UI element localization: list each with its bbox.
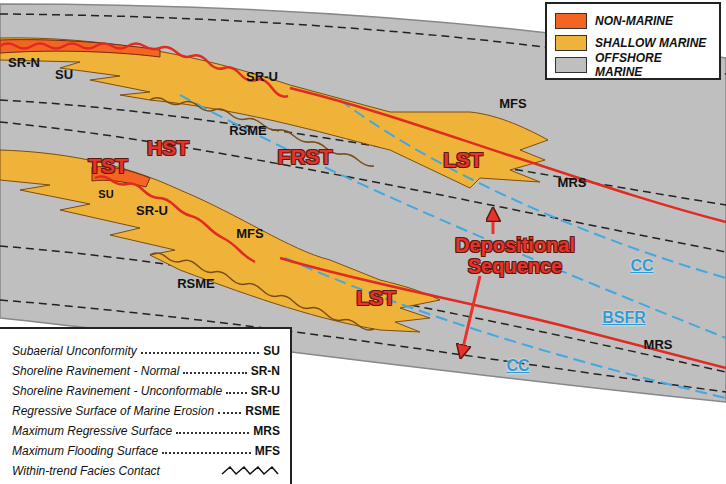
legend-row: Within-trend Facies Contact xyxy=(12,458,280,478)
legend-text: Regressive Surface of Marine Erosion xyxy=(12,404,214,418)
legend-row: Shoreline Ravinement - Unconformable SR-U xyxy=(12,378,280,398)
surface-label: SR-U xyxy=(246,69,278,84)
surface-label: MRS xyxy=(558,175,587,190)
legend-swatch xyxy=(555,57,587,73)
surface-label: MFS xyxy=(236,226,263,241)
red-surfaces xyxy=(0,44,726,369)
surface-label: SR-U xyxy=(136,203,168,218)
legend-text: Subaerial Unconformity xyxy=(12,344,137,358)
legend-swatch xyxy=(555,13,587,29)
surface-label: SU xyxy=(98,188,113,200)
legend-text: Shoreline Ravinement - Normal xyxy=(12,364,179,378)
legend-text: Maximum Flooding Surface xyxy=(12,444,158,458)
legend-text: Maximum Regressive Surface xyxy=(12,424,172,438)
dot-leader xyxy=(141,352,260,354)
facies-legend: NON-MARINE SHALLOW MARINEOFFSHORE MARINE xyxy=(545,2,721,80)
surface-label: TST xyxy=(88,154,128,178)
abbreviation: RSME xyxy=(245,404,280,418)
surface-label: RSME xyxy=(177,276,215,291)
legend-row: Regressive Surface of Marine Erosion RSME xyxy=(12,398,280,418)
legend-row: SHALLOW MARINE xyxy=(555,32,711,54)
legend-text: Within-trend Facies Contact xyxy=(12,464,160,478)
surface-label: SU xyxy=(55,67,73,82)
legend-row: Maximum Regressive Surface MRS xyxy=(12,418,280,438)
surface-label: LST xyxy=(356,286,396,310)
surface-label: LST xyxy=(443,148,483,172)
dot-leader xyxy=(162,452,251,454)
legend-row: Shoreline Ravinement - Normal SR-N xyxy=(12,358,280,378)
legend-row: OFFSHORE MARINE xyxy=(555,54,711,76)
legend-swatch xyxy=(555,35,587,51)
surface-label: RSME xyxy=(229,123,267,138)
surface-label: SR-N xyxy=(8,55,40,70)
abbreviation: MFS xyxy=(255,444,280,458)
legend-row: Maximum Flooding Surface MFS xyxy=(12,438,280,458)
abbreviation: SR-U xyxy=(251,384,280,398)
surface-label: Depositional Sequence xyxy=(450,235,580,277)
surface-label: CC xyxy=(630,257,653,275)
surface-label: BSFR xyxy=(602,309,646,327)
facies-contact-sample xyxy=(220,464,280,478)
surface-label: HST xyxy=(147,136,189,160)
abbreviation: MRS xyxy=(253,424,280,438)
surface-label: MFS xyxy=(499,96,526,111)
surface-legend: Subaerial UnconformitySUShoreline Ravine… xyxy=(0,327,292,484)
surface-label: MRS xyxy=(644,337,673,352)
legend-text: NON-MARINE xyxy=(595,14,673,28)
abbreviation: SR-N xyxy=(251,364,280,378)
legend-text: SHALLOW MARINE xyxy=(595,36,706,50)
dot-leader xyxy=(183,372,246,374)
dot-leader xyxy=(218,412,241,414)
abbreviation: SU xyxy=(263,344,280,358)
legend-text: Shoreline Ravinement - Unconformable xyxy=(12,384,222,398)
rsme-surfaces xyxy=(150,98,374,330)
legend-row: NON-MARINE xyxy=(555,10,711,32)
surface-label: CC xyxy=(506,357,529,375)
zigzag-line xyxy=(222,467,278,474)
dot-leader xyxy=(226,392,247,394)
surface-label: FRST xyxy=(278,145,333,169)
legend-row: Subaerial Unconformity SU xyxy=(12,338,280,358)
lower-shallow-marine xyxy=(0,150,440,332)
legend-text: OFFSHORE MARINE xyxy=(595,51,711,79)
dot-leader xyxy=(176,432,249,434)
